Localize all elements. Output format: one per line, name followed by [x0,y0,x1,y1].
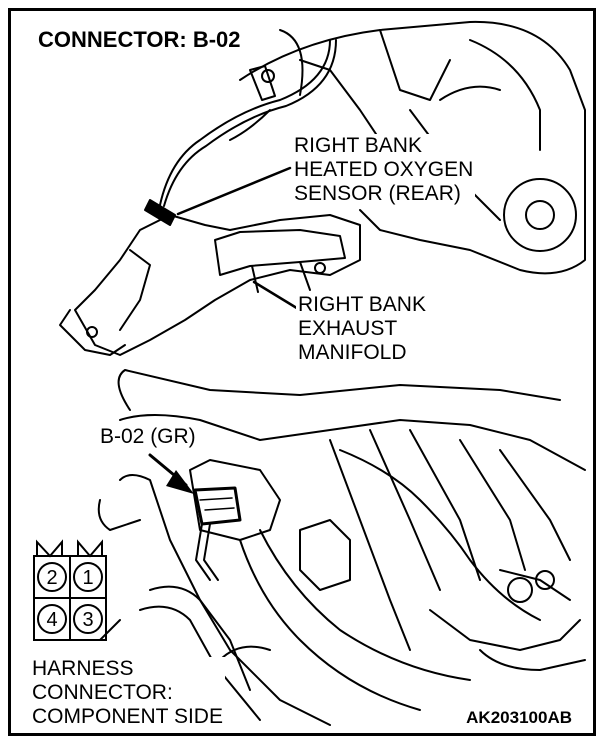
callout-line: HEATED OXYGEN [294,158,474,181]
pinout-caption: HARNESS CONNECTOR: COMPONENT SIDE [30,657,225,729]
callout-line: RIGHT BANK [294,134,422,157]
callout-line: EXHAUST [298,317,398,340]
callout-connector-b02: B-02 (GR) [100,425,196,448]
figure-frame [8,8,596,736]
caption-line: COMPONENT SIDE [32,705,223,728]
pin-3-label: 3 [82,609,93,631]
pin-4-label: 4 [46,609,57,631]
caption-line: HARNESS [32,657,134,680]
callout-line: RIGHT BANK [298,293,426,316]
callout-heated-oxygen-sensor: RIGHT BANK HEATED OXYGEN SENSOR (REAR) [292,134,476,206]
figure-code: AK203100AB [466,706,572,730]
connector-title: CONNECTOR: B-02 [36,27,243,52]
callout-exhaust-manifold: RIGHT BANK EXHAUST MANIFOLD [296,293,428,365]
callout-line: MANIFOLD [298,341,407,364]
pin-1-label: 1 [82,567,93,589]
caption-line: CONNECTOR: [32,681,173,704]
callout-line: SENSOR (REAR) [294,182,461,205]
pin-2-label: 2 [46,567,57,589]
